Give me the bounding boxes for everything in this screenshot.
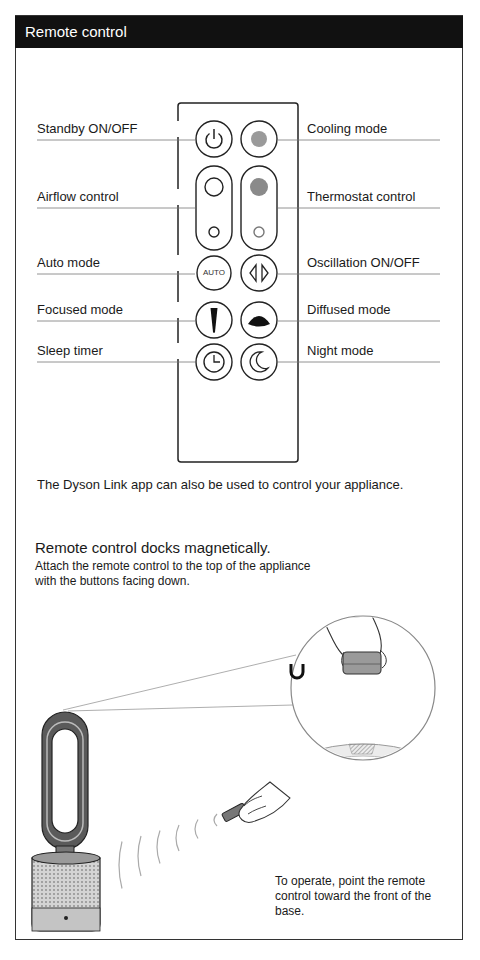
focused-button: [196, 302, 232, 338]
hand: [239, 782, 290, 822]
magnet-symbol: [291, 664, 303, 678]
leader-line: [37, 274, 195, 275]
thermostat-button: [241, 166, 277, 250]
night-button: [241, 344, 277, 380]
button-label: Sleep timer: [37, 343, 192, 359]
clock-hands: [214, 355, 220, 362]
zoom-remote: [343, 652, 381, 674]
auto-button: AUTO: [196, 255, 232, 291]
leader-line: [37, 362, 195, 363]
button-label: Airflow control: [37, 189, 192, 205]
button-label: Focused mode: [37, 302, 192, 318]
leader-line: [37, 140, 195, 141]
button-label: Oscillation ON/OFF: [307, 255, 447, 271]
diffused-icon: [248, 316, 270, 327]
diffused-button: [241, 302, 277, 338]
zoom-remote-edge: [343, 664, 381, 665]
signal-wave: [214, 814, 217, 826]
signal-wave: [195, 820, 198, 839]
signal-wave: [176, 825, 179, 851]
fan-base: [32, 858, 100, 931]
fan-top-inner: [303, 756, 423, 804]
button-label: Standby ON/OFF: [37, 121, 192, 137]
fan-base-top: [32, 852, 100, 864]
fan-loop: [42, 712, 88, 849]
zoom-content: [283, 616, 443, 812]
oscillation-icon: [250, 265, 268, 281]
airflow-up: [205, 178, 223, 196]
thermostat-down: [254, 227, 264, 237]
leader-line: [37, 208, 195, 209]
fan-base-band: [32, 908, 100, 931]
button-label: Night mode: [307, 343, 447, 359]
leader-line: [278, 362, 440, 363]
zoom-line: [63, 655, 296, 710]
signal-wave: [138, 836, 141, 876]
fan-sensor: [64, 916, 68, 920]
zoom-hand: [322, 616, 381, 654]
fan-top-outer: [283, 744, 443, 812]
leader-line: [278, 321, 440, 322]
remote-body: [178, 103, 298, 462]
focused-icon: [211, 308, 218, 333]
sleep-button: [196, 344, 232, 380]
thermostat-up: [250, 178, 268, 196]
zoom-line: [68, 705, 293, 711]
hand-finger: [244, 796, 266, 814]
title-bar: [15, 16, 463, 48]
standby-button: [196, 121, 232, 157]
moon-icon: [250, 352, 268, 372]
fan-loop-rim: [47, 722, 83, 841]
power-icon: [213, 129, 215, 139]
button-label: Diffused mode: [307, 302, 447, 318]
airflow-down: [209, 227, 219, 237]
zoom-circle: [291, 616, 435, 760]
page-frame: [16, 16, 463, 940]
button-label: Auto mode: [37, 255, 192, 271]
oscillation-button: [241, 255, 277, 291]
button-label: Thermostat control: [307, 189, 447, 205]
cooling-button: [241, 121, 277, 157]
dock-heading: Remote control docks magnetically.: [35, 539, 335, 558]
signal-wave: [157, 831, 160, 864]
button-text: AUTO: [196, 269, 232, 277]
leader-line: [278, 274, 440, 275]
signal-wave: [119, 842, 122, 889]
cooling-dot: [251, 131, 267, 147]
title-text: Remote control: [25, 23, 127, 40]
leader-line: [278, 208, 440, 209]
airflow-button: [196, 166, 232, 250]
leader-line: [278, 140, 440, 141]
leader-line: [37, 321, 195, 322]
clock-face: [204, 352, 224, 372]
dock-patch: [349, 744, 375, 754]
app-note: The Dyson Link app can also be used to c…: [37, 477, 457, 493]
button-label: Cooling mode: [307, 121, 447, 137]
operate-instruction: To operate, point the remote control tow…: [275, 874, 440, 919]
dock-instruction: Attach the remote control to the top of …: [35, 559, 320, 589]
button-circle: [197, 256, 231, 290]
